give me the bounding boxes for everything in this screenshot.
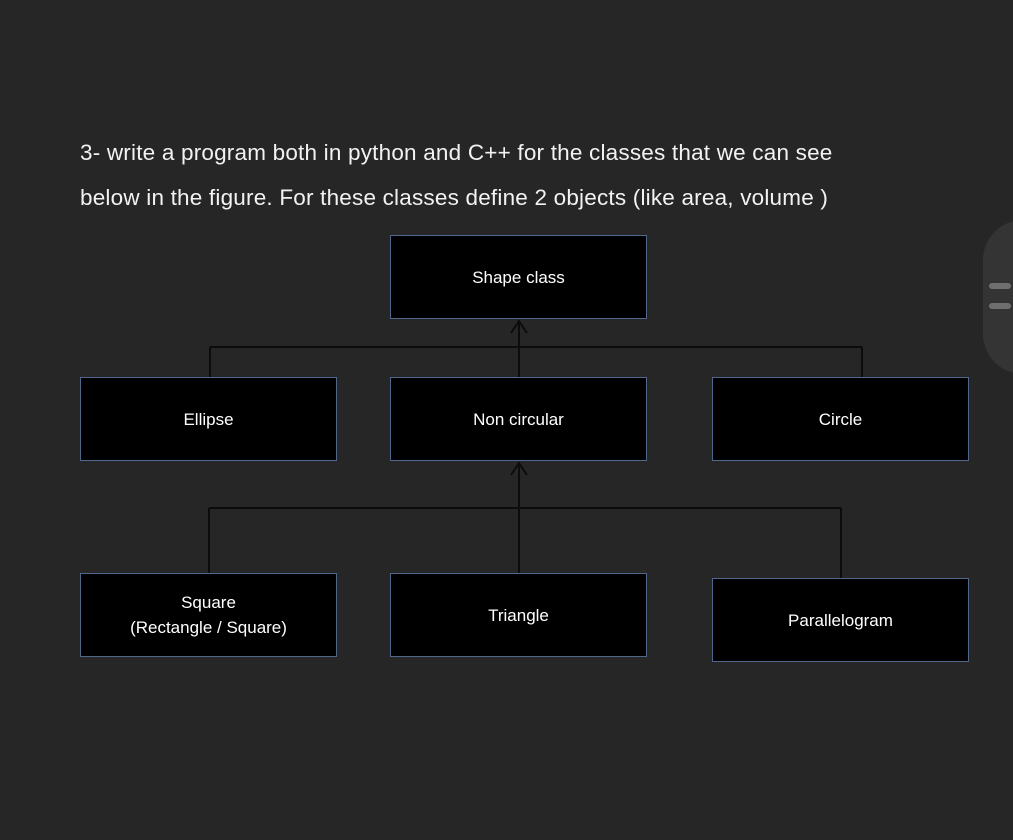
node-parallelogram: Parallelogram — [712, 578, 969, 662]
node-circle-label: Circle — [818, 409, 863, 429]
node-circle: Circle — [712, 377, 969, 461]
node-square-sublabel: (Rectangle / Square) — [130, 618, 287, 637]
arrowhead-to-noncircular-icon — [510, 461, 528, 476]
node-ellipse: Ellipse — [80, 377, 337, 461]
node-triangle: Triangle — [390, 573, 647, 657]
node-shape-class: Shape class — [390, 235, 647, 319]
node-ellipse-label: Ellipse — [183, 409, 234, 429]
node-square-label: Square — [181, 593, 236, 612]
node-triangle-label: Triangle — [488, 605, 549, 625]
grip-line-icon — [989, 283, 1011, 289]
node-non-circular-label: Non circular — [473, 409, 564, 429]
edge-panel-handle[interactable] — [983, 220, 1013, 374]
arrowhead-to-shape-icon — [510, 319, 528, 334]
node-non-circular: Non circular — [390, 377, 647, 461]
exercise-prompt: 3- write a program both in python and C+… — [80, 130, 970, 220]
node-shape-class-label: Shape class — [472, 267, 565, 287]
exercise-prompt-line1: 3- write a program both in python and C+… — [80, 140, 833, 165]
node-parallelogram-label: Parallelogram — [788, 610, 893, 630]
grip-line-icon — [989, 303, 1011, 309]
exercise-prompt-line2: below in the figure. For these classes d… — [80, 185, 829, 210]
node-square: Square (Rectangle / Square) — [80, 573, 337, 657]
